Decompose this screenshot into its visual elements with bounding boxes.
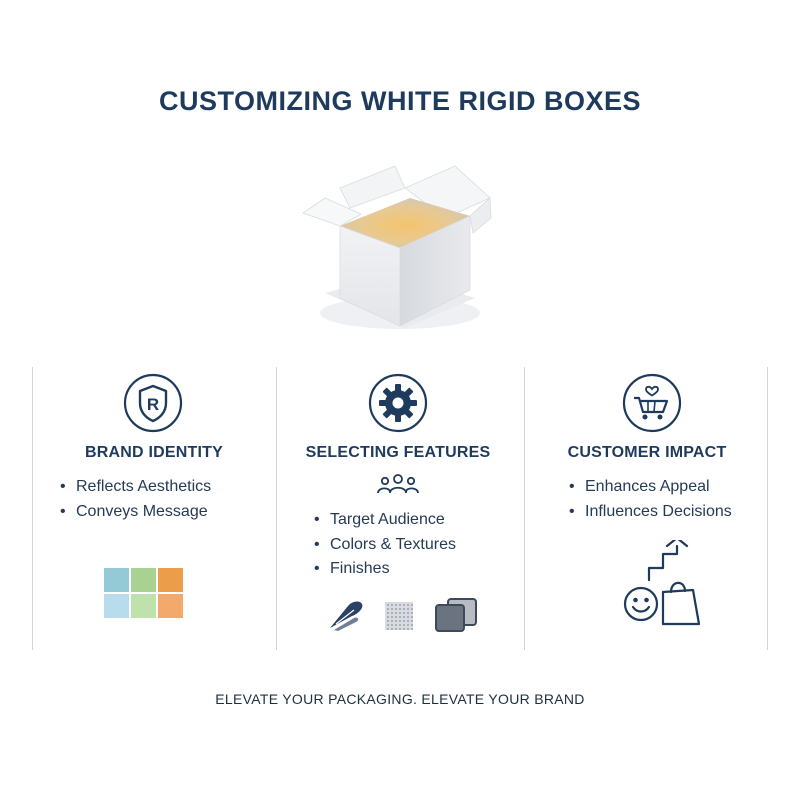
happy-shopper-growth-icon	[623, 540, 701, 626]
gear-icon	[368, 373, 428, 433]
divider-center-left	[276, 367, 277, 650]
list-item: Reflects Aesthetics	[60, 475, 211, 500]
divider-left	[32, 367, 33, 650]
column-title: BRAND IDENTITY	[85, 444, 223, 461]
color-swatch	[104, 594, 129, 618]
page-title: CUSTOMIZING WHITE RIGID BOXES	[158, 86, 642, 116]
texture-sample-icon	[385, 602, 413, 630]
list-item: Influences Decisions	[569, 500, 732, 525]
svg-text:R: R	[147, 395, 159, 414]
bullet-list: Reflects Aesthetics Conveys Message	[60, 475, 211, 524]
list-item: Finishes	[314, 557, 456, 582]
shield-r-icon: R	[123, 373, 183, 433]
divider-center-right	[524, 367, 525, 650]
open-box-illustration	[302, 165, 492, 329]
laminate-finish-icon	[435, 598, 477, 632]
list-item: Enhances Appeal	[569, 475, 732, 500]
column-title: CUSTOMER IMPACT	[567, 444, 727, 461]
column-title: SELECTING FEATURES	[305, 444, 491, 461]
list-item: Target Audience	[314, 508, 456, 533]
color-swatch	[131, 594, 156, 618]
color-swatch	[131, 568, 156, 592]
cart-heart-icon	[622, 373, 682, 433]
footer-tagline: ELEVATE YOUR PACKAGING. ELEVATE YOUR BRA…	[215, 691, 585, 707]
list-item: Colors & Textures	[314, 533, 456, 558]
list-item: Conveys Message	[60, 500, 211, 525]
bullet-list: Target Audience Colors & Textures Finish…	[314, 508, 456, 582]
color-swatch	[158, 594, 183, 618]
color-swatch	[158, 568, 183, 592]
color-swatch	[104, 568, 129, 592]
divider-right	[767, 367, 768, 650]
bullet-list: Enhances Appeal Influences Decisions	[569, 475, 732, 524]
people-group-icon	[377, 474, 419, 494]
feather-brush-icon	[330, 601, 363, 631]
